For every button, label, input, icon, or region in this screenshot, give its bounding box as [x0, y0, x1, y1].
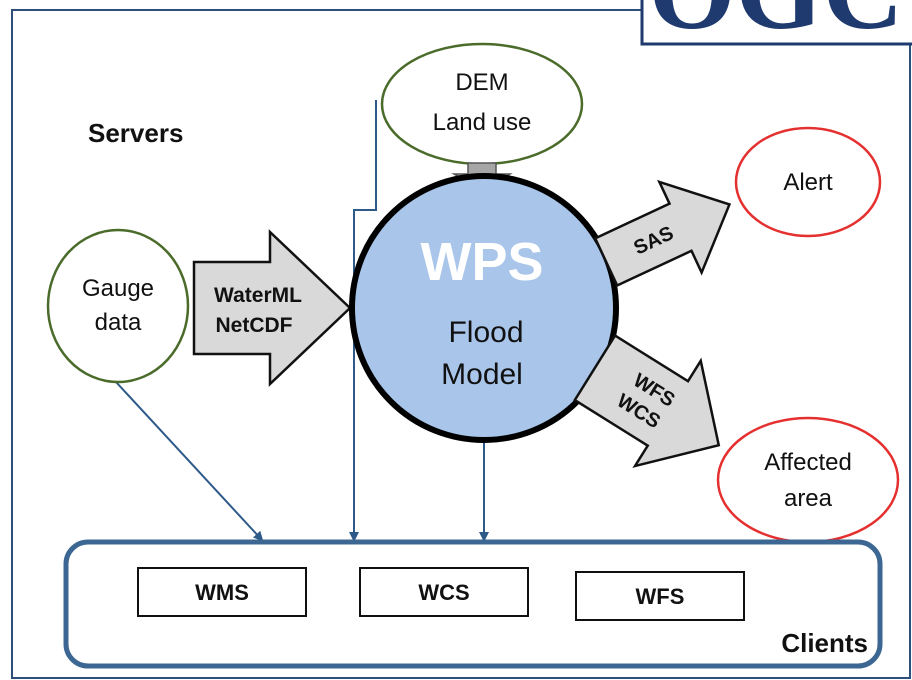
wps-title: WPS: [420, 232, 543, 292]
alert-label: Alert: [783, 169, 833, 196]
gauge-ellipse: [46, 228, 190, 384]
servers-label: Servers: [88, 118, 183, 148]
client-wcs: WCS: [359, 567, 529, 617]
dem-label-line2: Land use: [433, 109, 532, 136]
client-wms: WMS: [137, 567, 307, 617]
sas-arrow: SAS: [593, 179, 732, 288]
alert-output: Alert: [734, 126, 882, 238]
gauge-data-input: Gauge data: [46, 228, 190, 384]
waterml-netcdf-arrow: WaterML NetCDF: [192, 229, 352, 387]
model-label: Model: [441, 358, 523, 391]
waterml-label: WaterML: [214, 284, 302, 307]
gauge-label-line1: Gauge: [82, 275, 154, 302]
affected-ellipse: [716, 416, 900, 544]
client-wfs: WFS: [575, 571, 745, 621]
client-wfs-label: WFS: [636, 584, 685, 609]
client-wms-label: WMS: [195, 580, 249, 605]
wps-circle: [349, 173, 619, 443]
dem-to-clients-connector: [349, 100, 377, 542]
clients-panel: WMS WCS WFS Clients: [63, 539, 883, 669]
dem-landuse-input: DEM Land use: [380, 42, 584, 166]
outer-frame: [11, 9, 911, 679]
sas-arrow-shape: [593, 179, 732, 288]
client-wcs-label: WCS: [418, 580, 469, 605]
gauge-to-clients-connector: [115, 381, 264, 542]
clients-label: Clients: [781, 628, 868, 658]
wps-flood-model: WPS Flood Model: [349, 173, 619, 443]
waterml-arrow-shape: [192, 229, 352, 387]
flood-label: Flood: [448, 316, 523, 349]
gauge-label-line2: data: [95, 309, 142, 336]
wfs-wcs-arrow: WFS WCS: [573, 333, 721, 468]
affected-area-output: Affected area: [716, 416, 900, 544]
affected-label-line2: area: [784, 485, 833, 512]
affected-label-line1: Affected: [764, 449, 852, 476]
dem-label-line1: DEM: [455, 69, 508, 96]
ogc-logo: OGC: [640, 0, 912, 53]
wfs-wcs-arrow-shape: [573, 333, 721, 468]
dem-ellipse: [380, 42, 584, 166]
ogc-logo-text: OGC: [648, 0, 903, 53]
alert-ellipse: [734, 126, 882, 238]
netcdf-label: NetCDF: [216, 314, 293, 337]
